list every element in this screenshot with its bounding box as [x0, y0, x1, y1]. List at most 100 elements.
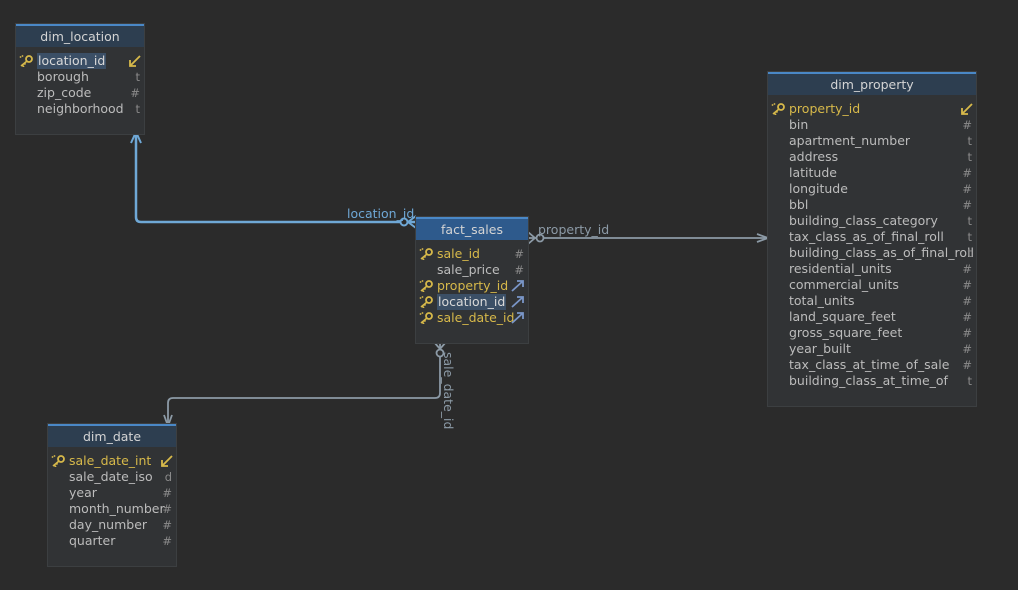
table-header[interactable]: dim_date — [48, 426, 176, 447]
relation-line-location[interactable] — [134, 134, 416, 224]
column-name: tax_class_as_of_final_roll — [789, 229, 944, 244]
relation-label-location: location_id — [347, 206, 414, 221]
column-name: property_id — [437, 278, 509, 293]
optional-circle-location — [399, 217, 409, 227]
column-row-commercial-units[interactable]: commercial_units# — [768, 277, 976, 293]
column-type-glyph: t — [967, 374, 972, 388]
column-row-residential-units[interactable]: residential_units # — [768, 261, 976, 277]
relation-line-date[interactable] — [167, 342, 441, 424]
column-row-total-units[interactable]: total_units# — [768, 293, 976, 309]
column-row-longitude[interactable]: longitude# — [768, 181, 976, 197]
column-name: residential_units — [789, 261, 892, 276]
foreign-key-arrow-icon — [511, 296, 525, 308]
relation-label-date: sale_date_id — [441, 352, 456, 429]
primary-key-arrow-icon — [959, 103, 973, 115]
column-name: building_class_as_of_final_roll — [789, 245, 974, 260]
column-row-month-number[interactable]: month_number# — [48, 501, 176, 517]
column-row-zip-code[interactable]: zip_code # — [16, 85, 144, 101]
column-type-glyph: # — [962, 118, 972, 132]
column-name: borough — [37, 69, 89, 84]
foreign-key-arrow-icon — [511, 280, 525, 292]
column-row-tax-class-at-time-of-sale[interactable]: tax_class_at_time_of_sale # — [768, 357, 976, 373]
column-name: sale_id — [437, 246, 480, 261]
key-icon — [771, 103, 785, 116]
column-type-glyph: # — [962, 262, 972, 276]
column-row-borough[interactable]: borough t — [16, 69, 144, 85]
optional-circle-property — [535, 233, 545, 243]
column-type-glyph: # — [514, 263, 524, 277]
table-header[interactable]: dim_property — [768, 74, 976, 95]
column-row-property-id[interactable]: property_id — [768, 101, 976, 117]
column-name: year_built — [789, 341, 851, 356]
column-row-year[interactable]: year # — [48, 485, 176, 501]
column-row-sale-date-int[interactable]: sale_date_int — [48, 453, 176, 469]
column-name: commercial_units — [789, 277, 899, 292]
column-name: address — [789, 149, 839, 164]
column-row-property-id[interactable]: property_id — [416, 278, 528, 294]
column-row-bin[interactable]: bin # — [768, 117, 976, 133]
column-type-glyph: # — [162, 486, 172, 500]
column-row-location-id[interactable]: location_id — [416, 294, 528, 310]
column-name: location_id — [37, 53, 107, 69]
column-row-sale-id[interactable]: sale_id# — [416, 246, 528, 262]
column-name: longitude — [789, 181, 848, 196]
table-fact-sales[interactable]: fact_sales sale_id#sale_price # property_i… — [416, 217, 528, 343]
column-row-building-class-at-time-of[interactable]: building_class_at_time_of t — [768, 373, 976, 389]
column-type-glyph: t — [135, 70, 140, 84]
column-name: sale_date_int — [69, 453, 152, 468]
column-name: year — [69, 485, 97, 500]
column-type-glyph: t — [967, 246, 972, 260]
column-name: latitude — [789, 165, 837, 180]
column-name: neighborhood — [37, 101, 124, 116]
foreign-key-arrow-icon — [511, 312, 525, 324]
column-name: sale_date_iso — [69, 469, 153, 484]
key-icon — [419, 296, 433, 309]
key-icon — [419, 248, 433, 261]
column-row-day-number[interactable]: day_number# — [48, 517, 176, 533]
primary-key-arrow-icon — [127, 55, 141, 67]
column-type-glyph: # — [962, 358, 972, 372]
optional-circle-date — [435, 348, 445, 358]
column-row-latitude[interactable]: latitude# — [768, 165, 976, 181]
column-type-glyph: # — [162, 502, 172, 516]
column-name: location_id — [437, 294, 507, 310]
relation-label-property: property_id — [538, 222, 609, 237]
column-row-sale-price[interactable]: sale_price # — [416, 262, 528, 278]
column-row-quarter[interactable]: quarter# — [48, 533, 176, 549]
key-icon — [419, 280, 433, 293]
table-header[interactable]: dim_location — [16, 26, 144, 47]
column-name: sale_date_id — [437, 310, 515, 325]
table-header[interactable]: fact_sales — [416, 219, 528, 240]
column-type-glyph: # — [130, 86, 140, 100]
column-row-year-built[interactable]: year_built# — [768, 341, 976, 357]
column-name: bin — [789, 117, 809, 132]
key-icon — [419, 312, 433, 325]
column-row-gross-square-feet[interactable]: gross_square_feet# — [768, 325, 976, 341]
column-name: day_number — [69, 517, 148, 532]
column-type-glyph: # — [162, 534, 172, 548]
column-row-land-square-feet[interactable]: land_square_feet# — [768, 309, 976, 325]
column-row-bbl[interactable]: bbl # — [768, 197, 976, 213]
column-name: sale_price — [437, 262, 500, 277]
column-name: bbl — [789, 197, 809, 212]
column-row-sale-date-id[interactable]: sale_date_id — [416, 310, 528, 326]
column-type-glyph: # — [962, 198, 972, 212]
key-icon — [19, 55, 33, 68]
column-row-location-id[interactable]: location_id — [16, 53, 144, 69]
column-type-glyph: t — [967, 214, 972, 228]
column-name: tax_class_at_time_of_sale — [789, 357, 950, 372]
column-name: building_class_at_time_of — [789, 373, 948, 388]
column-name: zip_code — [37, 85, 92, 100]
